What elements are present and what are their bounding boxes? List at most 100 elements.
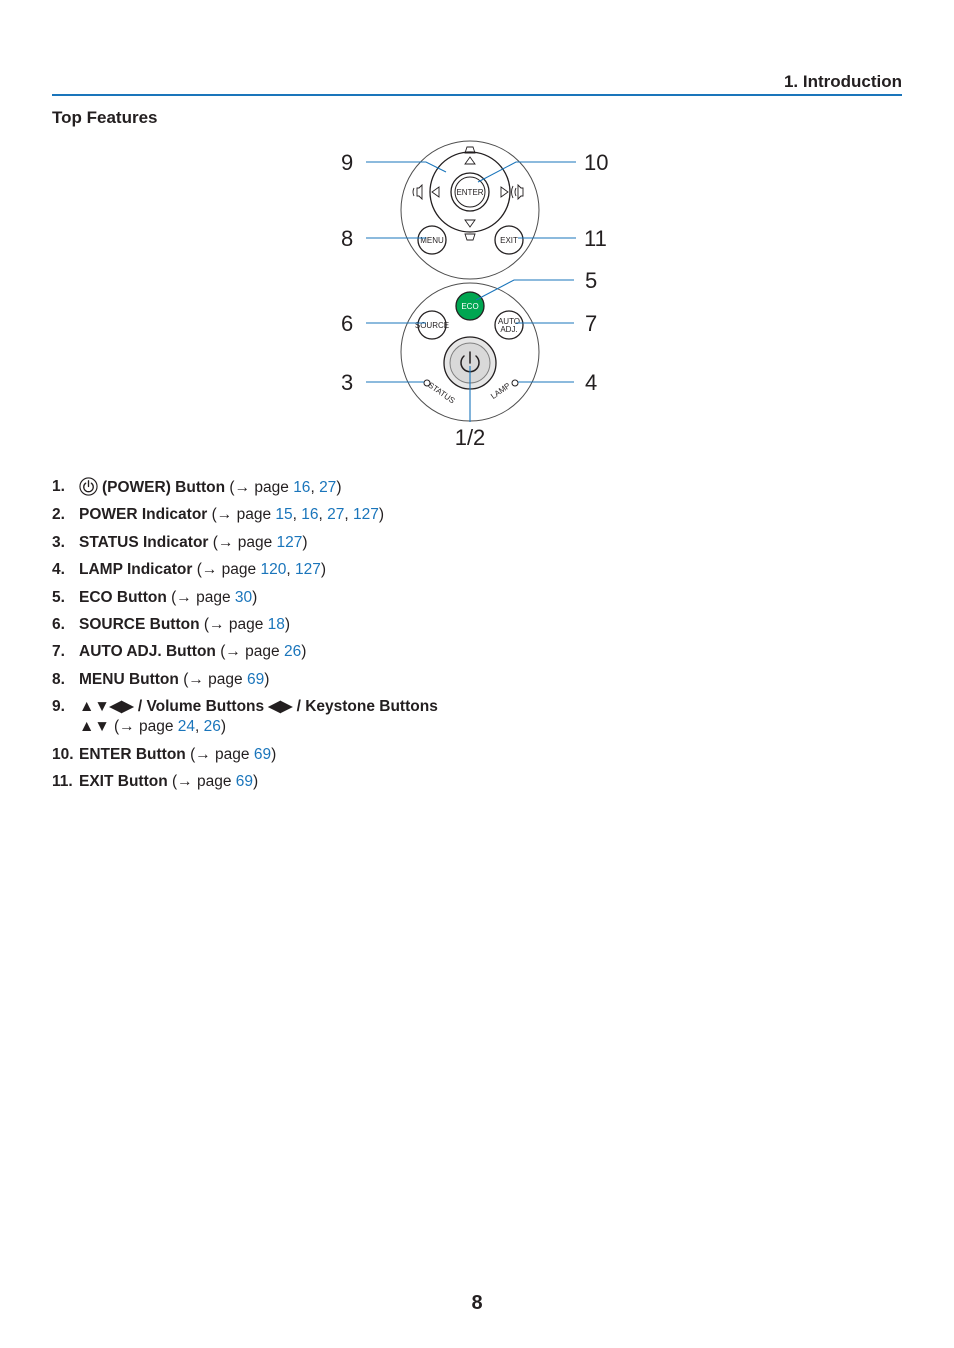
down-arrow-icon[interactable] [464,219,476,228]
page-ref-suffix: ) [378,506,385,524]
page-link[interactable]: 27 [319,479,337,496]
page-link[interactable]: 69 [253,745,272,763]
auto-adj-button[interactable] [494,310,524,340]
volume-down-icon [412,183,423,201]
page-ref-prefix: (→ page [196,561,261,579]
page-ref-separator: , [286,561,295,579]
top-features-diagram: ENTER MENU EXIT ECO SOURCE AUTO ADJ. STA… [341,140,608,450]
callout-9: 9 [341,150,353,175]
page-ref-prefix: (→ page [212,533,277,551]
page-ref-separator: , [310,479,320,496]
exit-label: EXIT [500,236,518,245]
callout-10: 10 [584,150,608,175]
page-ref-prefix: (→ page [220,643,284,661]
page-link[interactable]: 127 [294,561,321,579]
page-ref-suffix: ) [320,561,327,579]
volume-up-icon [511,183,524,201]
menu-button[interactable] [417,225,447,255]
feature-list: 1.(POWER) Button (→ page 16, 27) 2. POWER … [52,477,438,799]
item-number: 6. [52,615,65,633]
page-link[interactable]: 15 [275,506,293,524]
item-name: POWER Indicator [79,506,208,524]
page-link[interactable]: 27 [327,506,345,524]
item-number: 2. [52,506,65,524]
page-link[interactable]: 26 [283,643,302,661]
callout-5: 5 [585,268,597,293]
page-link[interactable]: 18 [267,615,285,633]
page-ref-suffix: ) [336,479,342,496]
item-number: 8. [52,670,65,688]
source-button[interactable] [417,310,447,340]
page-link[interactable]: 120 [260,561,287,579]
page-ref-prefix: (→ page [190,745,254,763]
item-number: 3. [52,533,65,551]
callout-line-5 [475,279,574,301]
callout-line-9 [366,161,447,173]
page-ref-prefix: (→ page [171,588,235,606]
callout-3: 3 [341,370,353,395]
page-ref-prefix: (→ page [229,479,294,496]
page-link[interactable]: 69 [246,670,265,688]
list-item: 4. LAMP Indicator (→ page 120, 127) [52,560,438,580]
page-ref-separator: , [318,506,328,524]
keystone-down-icon [464,233,476,241]
callout-6: 6 [341,311,353,336]
page-link[interactable]: 26 [203,718,221,736]
page-link[interactable]: 69 [235,772,254,790]
page-ref-suffix: ) [271,745,277,763]
item-number: 7. [52,643,65,661]
page-ref-suffix: ) [284,615,291,633]
page-ref-separator: , [292,506,302,524]
keystone-up-icon [464,146,476,154]
page-heading: Top Features [52,108,158,127]
item-name: (POWER) Button [102,479,226,496]
menu-label: MENU [420,236,444,245]
page-ref-separator: , [344,506,354,524]
item-number: 4. [52,561,65,579]
item-name: EXIT Button [79,772,168,790]
item-name: LAMP Indicator [79,561,193,579]
item-name: MENU Button [79,670,179,688]
list-item: 5. ECO Button (→ page 30) [52,588,438,608]
page-ref-suffix: ) [220,718,227,736]
page-ref-prefix: (→ page [114,718,178,736]
page-ref-suffix: ) [252,588,258,606]
callout-7: 7 [585,311,597,336]
callout-8: 8 [341,226,353,251]
item-number: 5. [52,588,65,606]
right-arrow-icon[interactable] [500,186,509,198]
page-ref-suffix: ) [302,533,308,551]
page-link[interactable]: 30 [234,588,253,606]
page-ref-prefix: (→ page [183,670,247,688]
item-name: STATUS Indicator [79,533,209,551]
section-title: 1. Introduction [783,72,902,91]
list-item: 1.(POWER) Button (→ page 16, 27) [52,477,438,498]
callout-1-2: 1/2 [455,425,486,450]
page-ref-separator: , [195,718,204,736]
page-ref-suffix: ) [264,670,270,688]
section-header: 1. Introduction [52,70,902,96]
up-arrow-icon[interactable] [464,156,476,165]
page-number: 8 [471,1292,483,1314]
list-item: 7.AUTO ADJ. Button (→ page 26) [52,642,438,662]
page-ref-prefix: (→ page [211,506,276,524]
exit-button[interactable] [494,225,524,255]
auto-label: AUTO [498,317,520,326]
callout-4: 4 [585,370,597,395]
enter-label: ENTER [456,188,483,197]
list-item: 9.▲▼◀▶ / Volume Buttons ◀▶ / Keystone Bu… [52,697,438,737]
list-item: 6.SOURCE Button (→ page 18) [52,615,438,635]
enter-button[interactable] [454,176,486,208]
page-link[interactable]: 16 [293,479,311,496]
page-link[interactable]: 24 [177,718,196,736]
page-ref-suffix: ) [253,772,259,790]
left-arrow-icon[interactable] [431,186,440,198]
adj-label: ADJ. [500,325,517,334]
item-name: ECO Button [79,588,167,606]
status-indicator [423,379,431,387]
page-link[interactable]: 127 [276,533,303,551]
list-item: 3. STATUS Indicator (→ page 127) [52,533,438,553]
eco-label: ECO [461,302,478,311]
page-link[interactable]: 127 [353,506,379,524]
page-link[interactable]: 16 [301,506,319,524]
